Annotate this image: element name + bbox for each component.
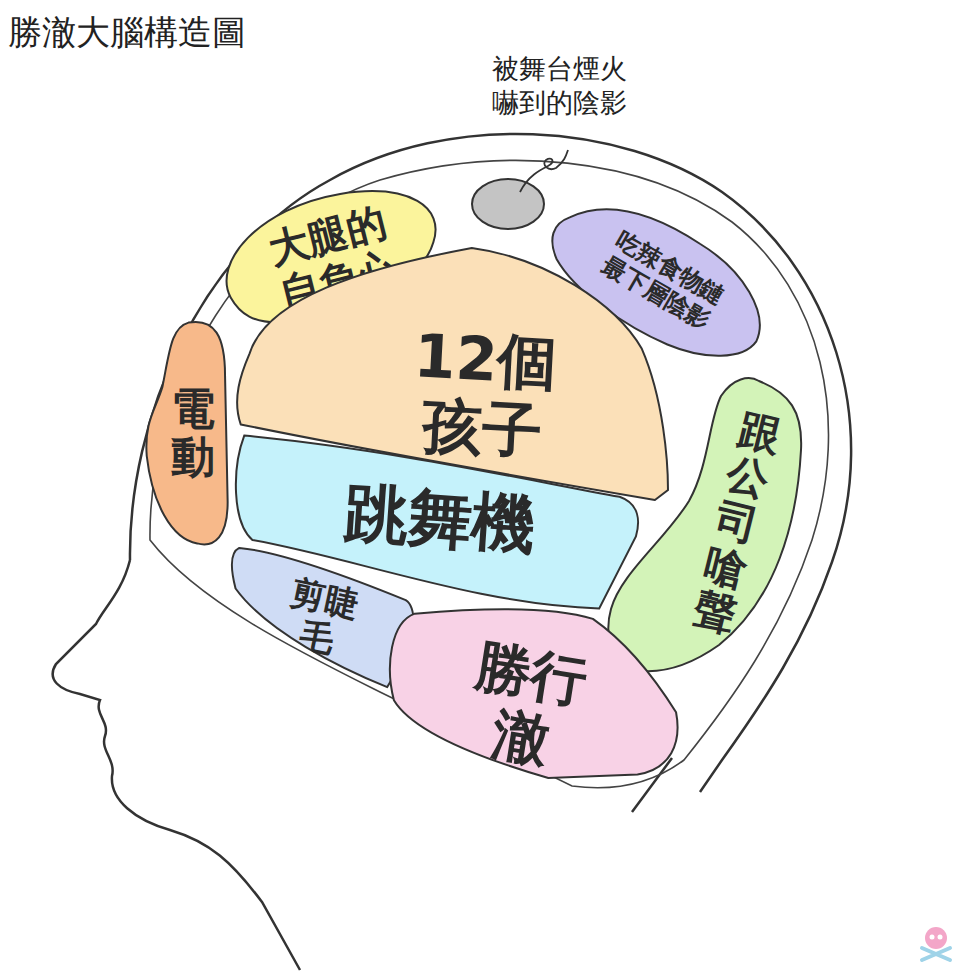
pink-region: 勝行澈 xyxy=(385,605,682,778)
leader-line xyxy=(520,150,568,192)
region-text: 跳舞機 xyxy=(342,477,539,564)
region-text: 電動 xyxy=(171,385,215,482)
shadow-region xyxy=(472,179,544,229)
head-outline xyxy=(53,134,851,970)
region-text: 勝行澈 xyxy=(438,630,613,782)
region-text: 12個孩子 xyxy=(389,320,580,467)
region-outline xyxy=(146,322,227,544)
orange-region: 電動 xyxy=(145,318,232,548)
brain-outline xyxy=(150,160,829,787)
watermark-skull xyxy=(922,927,950,960)
region-outline xyxy=(232,548,414,687)
diagram-title: 勝澈大腦構造圖 xyxy=(8,10,246,56)
callout-text: 被舞台煙火 嚇到的陰影 xyxy=(474,52,644,120)
lavender-region: 剪睫毛 xyxy=(230,545,415,690)
